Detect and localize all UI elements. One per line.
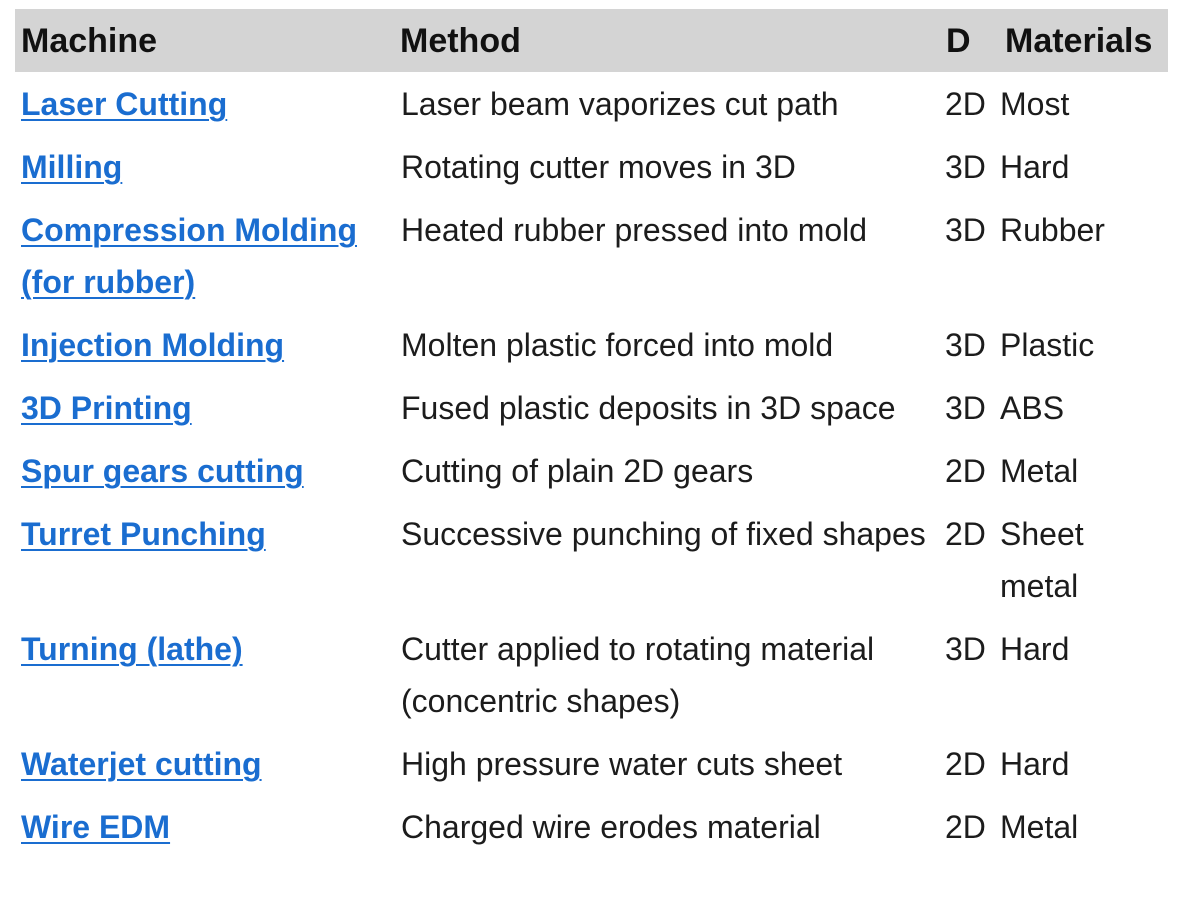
header-method: Method bbox=[400, 22, 521, 60]
header-materials: Materials bbox=[1005, 22, 1153, 60]
table-row: Laser Cutting Laser beam vaporizes cut p… bbox=[15, 72, 1168, 135]
dimension-cell: 3D bbox=[945, 212, 986, 248]
materials-cell: Plastic bbox=[1000, 327, 1095, 363]
machine-link-milling[interactable]: Milling bbox=[21, 149, 123, 185]
dimension-cell: 3D bbox=[945, 631, 986, 667]
machine-cell: 3D Printing bbox=[15, 376, 394, 439]
table-row: Turning (lathe) Cutter applied to rotati… bbox=[15, 617, 1168, 732]
machine-cell: Injection Molding bbox=[15, 313, 394, 376]
machine-cell: Laser Cutting bbox=[15, 72, 394, 135]
materials-cell: Hard bbox=[1000, 631, 1070, 667]
machine-cell: Waterjet cutting bbox=[15, 732, 394, 795]
method-cell: Cutting of plain 2D gears bbox=[401, 453, 754, 489]
table-row: Turret Punching Successive punching of f… bbox=[15, 502, 1168, 617]
materials-cell: Hard bbox=[1000, 149, 1070, 185]
method-cell: Cutter applied to rotating material (con… bbox=[401, 631, 875, 719]
dimension-cell: 3D bbox=[945, 149, 986, 185]
materials-cell: Most bbox=[1000, 86, 1070, 122]
materials-cell: Metal bbox=[1000, 809, 1079, 845]
materials-cell: Sheet metal bbox=[1000, 516, 1084, 604]
method-cell: Successive punching of fixed shapes bbox=[401, 516, 926, 552]
table-row: 3D Printing Fused plastic deposits in 3D… bbox=[15, 376, 1168, 439]
machine-link-3d-printing[interactable]: 3D Printing bbox=[21, 390, 192, 426]
dimension-cell: 2D bbox=[945, 746, 986, 782]
table-row: Compression Molding (for rubber) Heated … bbox=[15, 198, 1168, 313]
machine-cell: Turning (lathe) bbox=[15, 617, 394, 732]
machine-cell: Turret Punching bbox=[15, 502, 394, 617]
table-row: Spur gears cutting Cutting of plain 2D g… bbox=[15, 439, 1168, 502]
header-machine: Machine bbox=[21, 22, 158, 60]
machine-cell: Wire EDM bbox=[15, 795, 394, 858]
method-cell: High pressure water cuts sheet bbox=[401, 746, 843, 782]
method-cell: Fused plastic deposits in 3D space bbox=[401, 390, 896, 426]
table-row: Wire EDM Charged wire erodes material 2D… bbox=[15, 795, 1168, 858]
machine-link-turret-punching[interactable]: Turret Punching bbox=[21, 516, 266, 552]
materials-cell: Rubber bbox=[1000, 212, 1105, 248]
machine-link-spur-gears-cutting[interactable]: Spur gears cutting bbox=[21, 453, 304, 489]
dimension-cell: 2D bbox=[945, 86, 986, 122]
machine-link-turning-lathe[interactable]: Turning (lathe) bbox=[21, 631, 243, 667]
method-cell: Charged wire erodes material bbox=[401, 809, 821, 845]
dimension-cell: 2D bbox=[945, 453, 986, 489]
machine-link-laser-cutting[interactable]: Laser Cutting bbox=[21, 86, 228, 122]
machine-link-wire-edm[interactable]: Wire EDM bbox=[21, 809, 171, 845]
machine-link-compression-molding[interactable]: Compression Molding (for rubber) bbox=[21, 212, 357, 300]
machine-link-waterjet-cutting[interactable]: Waterjet cutting bbox=[21, 746, 262, 782]
dimension-cell: 2D bbox=[945, 809, 986, 845]
machine-cell: Spur gears cutting bbox=[15, 439, 394, 502]
method-cell: Laser beam vaporizes cut path bbox=[401, 86, 839, 122]
materials-cell: Hard bbox=[1000, 746, 1070, 782]
dimension-cell: 2D bbox=[945, 516, 986, 552]
method-cell: Heated rubber pressed into mold bbox=[401, 212, 868, 248]
method-cell: Rotating cutter moves in 3D bbox=[401, 149, 796, 185]
table-row: Milling Rotating cutter moves in 3D 3D H… bbox=[15, 135, 1168, 198]
dimension-cell: 3D bbox=[945, 390, 986, 426]
machines-table-container: Machine Method D Materials Laser Cutting… bbox=[15, 9, 1168, 858]
dimension-cell: 3D bbox=[945, 327, 986, 363]
materials-cell: Metal bbox=[1000, 453, 1079, 489]
machine-cell: Compression Molding (for rubber) bbox=[15, 198, 394, 313]
method-cell: Molten plastic forced into mold bbox=[401, 327, 834, 363]
machine-link-injection-molding[interactable]: Injection Molding bbox=[21, 327, 285, 363]
table-body: Laser Cutting Laser beam vaporizes cut p… bbox=[15, 72, 1168, 858]
table-row: Injection Molding Molten plastic forced … bbox=[15, 313, 1168, 376]
table-header: Machine Method D Materials bbox=[15, 9, 1168, 72]
machine-cell: Milling bbox=[15, 135, 394, 198]
machines-table: Machine Method D Materials Laser Cutting… bbox=[15, 9, 1168, 858]
materials-cell: ABS bbox=[1000, 390, 1065, 426]
table-row: Waterjet cutting High pressure water cut… bbox=[15, 732, 1168, 795]
header-row: Machine Method D Materials bbox=[15, 9, 1168, 72]
header-d: D bbox=[946, 22, 971, 60]
